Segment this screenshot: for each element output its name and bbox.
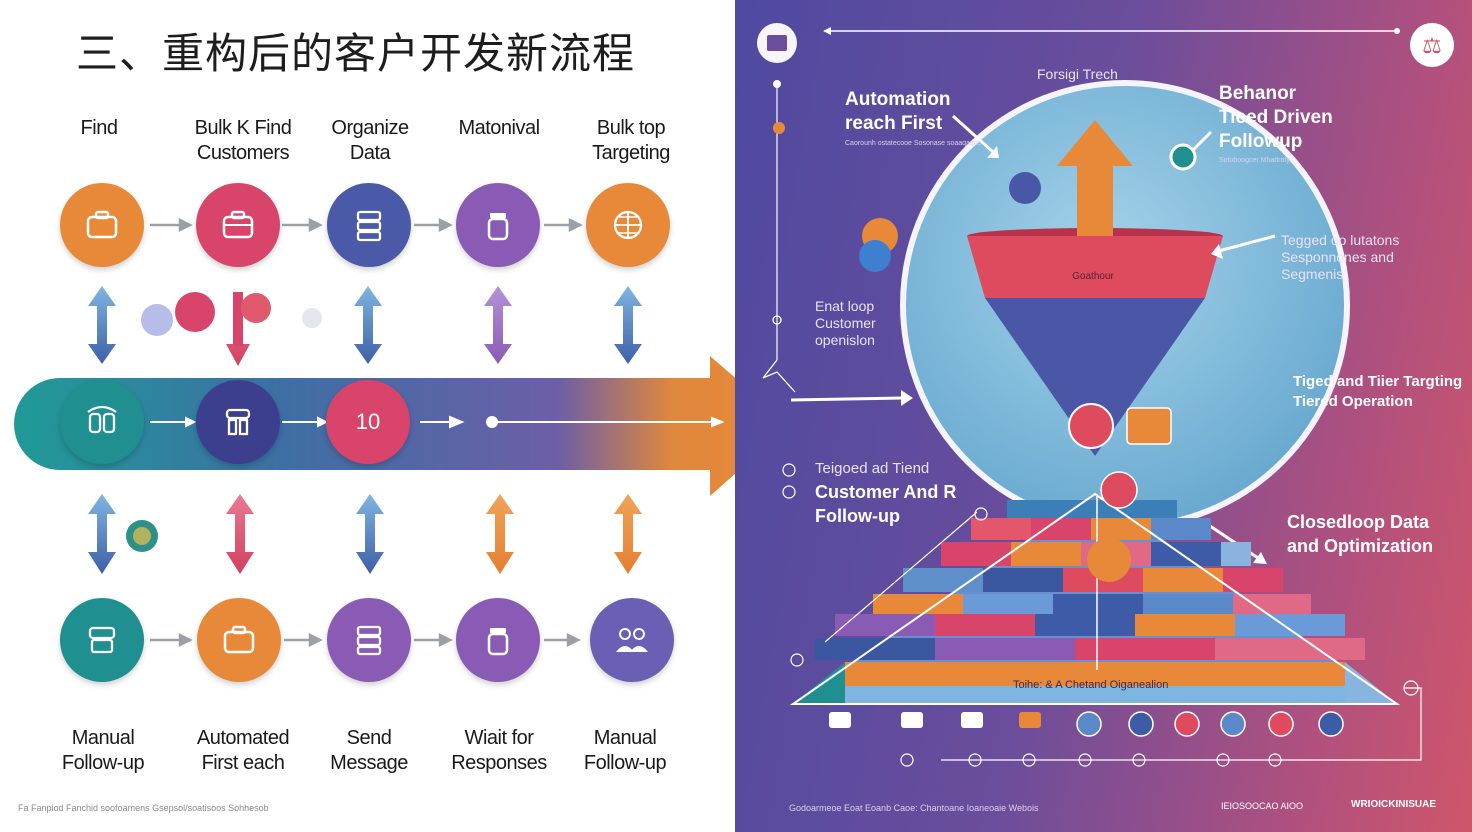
- brand-right: WRIOICKINISUAE: [1351, 799, 1436, 810]
- left-footer: Fa Fanpiod Fanchid soofoamens Gsepsol/so…: [18, 803, 269, 813]
- group-icon: [616, 628, 648, 652]
- people-icon: [87, 405, 117, 434]
- top-label-4: Matonival: [458, 117, 540, 139]
- pyramid-label: Toihe: & A Chetand Oiganealion: [1013, 679, 1169, 691]
- tagged-tiered-text: Teigoed ad Tiend: [815, 460, 930, 477]
- automation-heading: Automation reach First: [845, 89, 951, 134]
- step-send-message-circle[interactable]: [327, 598, 411, 682]
- briefcase-icon: [223, 625, 255, 654]
- bottom-label-1: Manual Follow-up: [61, 727, 145, 774]
- first-loop-text: Enat loop Customer openislon: [815, 298, 876, 348]
- bottom-label-3: Send Message: [330, 727, 408, 774]
- customer-followup-text: Customer And R Follow-up: [815, 482, 957, 526]
- page-title: 三、重构后的客户开发新流程: [76, 29, 636, 78]
- bottom-label-5: Manual Follow-up: [583, 727, 667, 774]
- behavior-heading: Behanor Tieed Driven Followup: [1219, 83, 1333, 152]
- funnel-pyramid-diagram: Goathour: [757, 23, 1454, 767]
- left-panel: 三、重构后的客户开发新流程 Find Bulk K Find Customers…: [0, 0, 735, 832]
- tiered-targeting-text: Tiged and Tiier Targting Tiered Operatio…: [1293, 373, 1463, 410]
- band-step-number: 10: [355, 409, 381, 434]
- cabinet-icon: [225, 408, 251, 436]
- top-label-1: Find: [80, 117, 118, 139]
- band-step-3-circle[interactable]: 10: [326, 380, 410, 464]
- top-label-3: Organize Data: [331, 117, 409, 164]
- step-wait-circle[interactable]: [456, 598, 540, 682]
- top-label-5: Bulk top Targeting: [592, 117, 670, 164]
- step-organize-circle[interactable]: [327, 183, 411, 267]
- step-manual-followup-circle[interactable]: [60, 598, 144, 682]
- brand-left: IEIOSOOCAO AIOO: [1221, 801, 1304, 811]
- message-stack-icon: [356, 625, 382, 656]
- band-step-2-circle[interactable]: [196, 380, 280, 464]
- step-manual-followup-2-circle[interactable]: [590, 598, 674, 682]
- svg-text:⚖: ⚖: [1422, 34, 1442, 59]
- behavior-subtext: Sotoboogcer Mhattroty: [1219, 157, 1290, 164]
- closed-loop-text: Closedloop Data and Optimization: [1287, 512, 1433, 556]
- band-step-1-circle[interactable]: [60, 380, 144, 464]
- briefcase-icon: [86, 210, 118, 239]
- briefcase-icon: [222, 210, 254, 239]
- step-automated-circle[interactable]: [197, 598, 281, 682]
- top-label-2: Bulk K Find Customers: [194, 117, 292, 164]
- cabinet-icon: [88, 626, 116, 654]
- bottom-label-4: Wiait for Responses: [451, 727, 547, 774]
- step-bulk-find-circle[interactable]: [196, 183, 280, 267]
- step-targeting-circle[interactable]: [586, 183, 670, 267]
- top-caption: Forsigi Trech: [1037, 66, 1118, 82]
- bottom-label-2: Automated First each: [196, 727, 290, 774]
- jar-icon: [487, 628, 509, 656]
- automation-subtext: Caorounh ostatecooe Sosonase soaaqaqce: [845, 140, 982, 147]
- step-matonival-circle[interactable]: [456, 183, 540, 267]
- target-grid-icon: [613, 210, 643, 240]
- database-icon: [356, 210, 382, 242]
- funnel-label: Goathour: [1072, 271, 1114, 282]
- step-find-circle[interactable]: [60, 183, 144, 267]
- right-footer: Godoarmeoe Eoat Eoanb Caoe: Chantoane Io…: [789, 803, 1039, 813]
- right-panel: Goathour: [735, 0, 1472, 832]
- tagged-top-text: Tegged oo lutatons Sesponnones and Segme…: [1281, 232, 1400, 282]
- jar-icon: [487, 213, 509, 241]
